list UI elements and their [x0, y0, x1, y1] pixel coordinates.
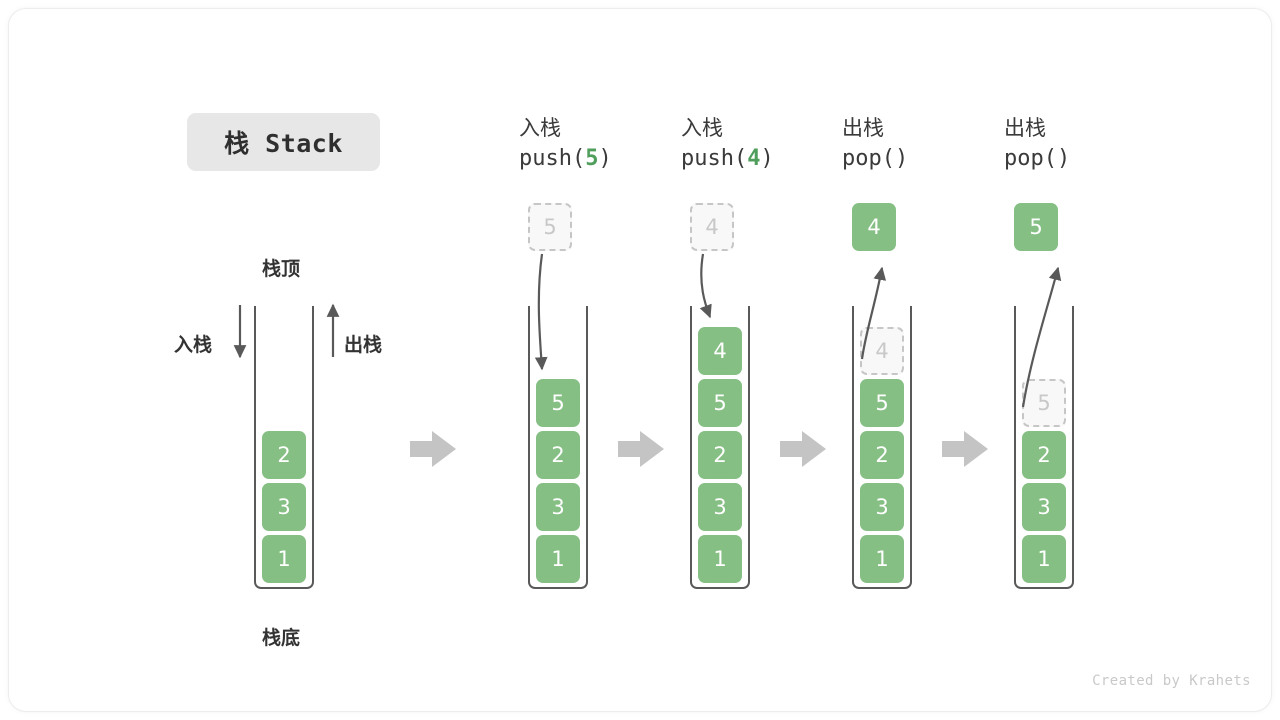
- stack-cell: 3: [536, 483, 580, 531]
- stack-cell: 2: [536, 431, 580, 479]
- stack-cells: 1 3 2: [256, 431, 312, 583]
- popped-element-4: 4: [852, 203, 896, 251]
- stack-cell: 1: [1022, 535, 1066, 583]
- operation-caption-code: push(5): [519, 146, 612, 172]
- operation-caption-cn: 入栈: [681, 116, 723, 140]
- stack-cell: 1: [698, 535, 742, 583]
- stack-cells: 1 3 2 5: [1016, 379, 1072, 583]
- operation-caption-cn: 出栈: [1004, 116, 1046, 140]
- stack-cell: 4: [698, 327, 742, 375]
- operation-caption-pop-5: 出栈 pop(): [1004, 113, 1174, 175]
- pop-label: 出栈: [344, 334, 383, 356]
- vacated-slot-ghost: 5: [1022, 379, 1066, 427]
- operation-caption-push-4: 入栈 push(4): [681, 113, 851, 175]
- stack-cell: 1: [262, 535, 306, 583]
- stack-after-push-5: 1 3 2 5: [528, 306, 588, 589]
- stack-cell: 2: [262, 431, 306, 479]
- stack-after-pop-5: 1 3 2 5: [1014, 306, 1074, 589]
- incoming-element-ghost-5: 5: [528, 203, 572, 251]
- stack-bottom-label: 栈底: [262, 627, 301, 649]
- stack-cell: 3: [262, 483, 306, 531]
- stack-after-pop-4: 1 3 2 5 4: [852, 306, 912, 589]
- stack-cell: 5: [536, 379, 580, 427]
- stack-after-push-4: 1 3 2 5 4: [690, 306, 750, 589]
- diagram-card: 栈 Stack 栈顶 栈底 入栈 出栈 入栈 push(5) 入栈 push(4…: [8, 8, 1272, 712]
- stack-cells: 1 3 2 5: [530, 379, 586, 583]
- flow-arrow: [780, 431, 826, 467]
- operation-caption-pop-4: 出栈 pop(): [842, 113, 1012, 175]
- stack-cell: 2: [698, 431, 742, 479]
- stack-cells: 1 3 2 5 4: [854, 327, 910, 583]
- operation-caption-cn: 出栈: [842, 116, 884, 140]
- stack-cell: 3: [1022, 483, 1066, 531]
- operation-caption-code: pop(): [842, 146, 909, 172]
- popped-element-5: 5: [1014, 203, 1058, 251]
- stack-cell: 3: [860, 483, 904, 531]
- stack-top-label: 栈顶: [262, 258, 301, 280]
- stack-cell: 1: [860, 535, 904, 583]
- stack-cell: 5: [860, 379, 904, 427]
- stack-cells: 1 3 2 5 4: [692, 327, 748, 583]
- flow-arrow: [942, 431, 988, 467]
- operation-caption-code: pop(): [1004, 146, 1071, 172]
- stack-cell: 2: [1022, 431, 1066, 479]
- flow-arrow: [410, 431, 456, 467]
- operation-caption-push-5: 入栈 push(5): [519, 113, 689, 175]
- operation-caption-cn: 入栈: [519, 116, 561, 140]
- flow-arrow: [618, 431, 664, 467]
- diagram-stage: 栈 Stack 栈顶 栈底 入栈 出栈 入栈 push(5) 入栈 push(4…: [9, 9, 1271, 711]
- operation-caption-code: push(4): [681, 146, 774, 172]
- vacated-slot-ghost: 4: [860, 327, 904, 375]
- stack-cell: 1: [536, 535, 580, 583]
- incoming-element-ghost-4: 4: [690, 203, 734, 251]
- stack-cell: 5: [698, 379, 742, 427]
- stack-initial: 1 3 2: [254, 306, 314, 589]
- credit-text: Created by Krahets: [1092, 673, 1251, 689]
- diagram-title: 栈 Stack: [187, 113, 380, 171]
- push-label: 入栈: [174, 334, 213, 356]
- stack-cell: 2: [860, 431, 904, 479]
- stack-cell: 3: [698, 483, 742, 531]
